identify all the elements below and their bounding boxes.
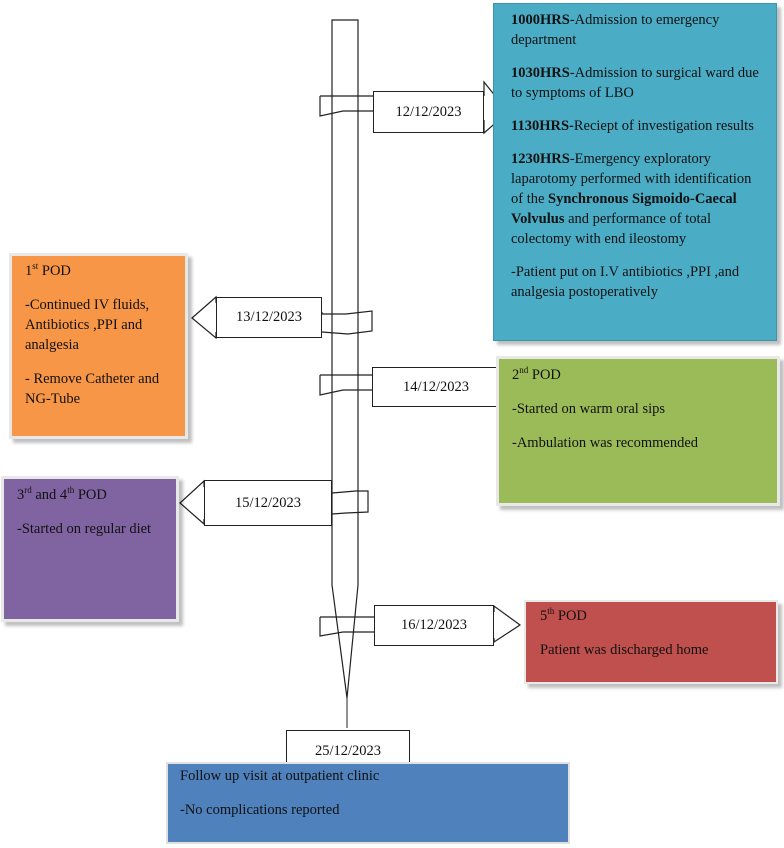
date-label-16-12-2023: 16/12/2023 [374, 605, 494, 646]
list-item: -Continued IV fluids, Antibiotics ,PPI a… [25, 297, 150, 353]
date-label-15-12-2023: 15/12/2023 [204, 480, 332, 526]
list-item: -No complications reported [180, 802, 340, 818]
event-card-15-12-2023: 3rd and 4th POD -Started on regular diet [1, 476, 179, 622]
list-item: Patient was discharged home [540, 642, 709, 658]
arrow-16-12 [319, 604, 522, 644]
event-card-14-12-2023: 2nd POD -Started on warm oral sips -Ambu… [496, 356, 780, 506]
event-card-13-12-2023: 1st POD -Continued IV fluids, Antibiotic… [9, 253, 188, 439]
pod-heading: 1st POD [25, 261, 71, 279]
pod-heading: 2nd POD [512, 365, 561, 383]
list-item: -Ambulation was recommended [512, 435, 699, 451]
event-1000hrs: 1000HRS-Admission to emergency departmen… [511, 12, 720, 48]
date-label-12-12-2023: 12/12/2023 [373, 91, 484, 133]
event-1230hrs: 1230HRS-Emergency exploratory laparotomy… [511, 151, 752, 247]
pod-heading: 3rd and 4th POD [17, 485, 107, 503]
event-card-16-12-2023: 5th POD Patient was discharged home [524, 600, 778, 684]
date-label-14-12-2023: 14/12/2023 [372, 367, 500, 407]
date-label-13-12-2023: 13/12/2023 [216, 297, 322, 338]
event-card-25-12-2023: Follow up visit at outpatient clinic -No… [166, 762, 570, 844]
list-item: -Started on warm oral sips [512, 401, 666, 417]
list-item: - Remove Catheter and NG-Tube [25, 371, 160, 407]
list-item: -Started on regular diet [17, 521, 152, 537]
pod-heading: 5th POD [540, 606, 587, 624]
event-1130hrs: 1130HRS-Reciept of investigation results [511, 118, 754, 134]
timeline-shaft [331, 19, 359, 699]
event-card-12-12-2023: 1000HRS-Admission to emergency departmen… [493, 3, 777, 341]
list-item: Follow up visit at outpatient clinic [180, 768, 380, 784]
event-1030hrs: 1030HRS-Admission to surgical ward due t… [511, 65, 759, 101]
event-postop-note: -Patient put on I.V antibiotics ,PPI ,an… [511, 264, 740, 300]
